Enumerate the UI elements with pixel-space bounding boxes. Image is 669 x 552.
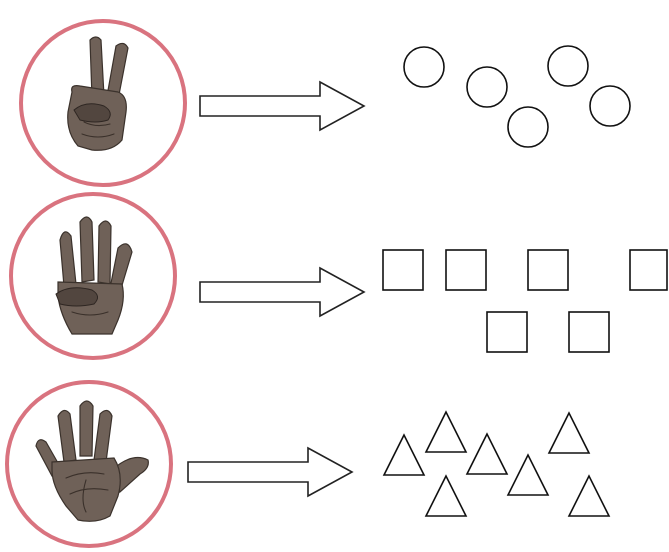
arrow-right-icon bbox=[187, 446, 354, 498]
row-four-fingers bbox=[9, 192, 668, 360]
square-shape bbox=[486, 311, 528, 353]
triangle-shape bbox=[547, 411, 591, 454]
triangle-shape bbox=[424, 410, 468, 453]
five-fingers-hand-icon bbox=[35, 400, 149, 522]
triangle-group bbox=[382, 410, 611, 517]
four-fingers-hand-icon bbox=[55, 216, 133, 335]
square-shape bbox=[382, 249, 424, 291]
circle-shape bbox=[466, 66, 508, 108]
square-shape bbox=[568, 311, 610, 353]
arrow-right-icon bbox=[199, 266, 366, 318]
triangle-shape bbox=[424, 474, 468, 517]
circle-shape bbox=[507, 106, 549, 148]
triangle-shape bbox=[382, 433, 426, 476]
triangle-shape bbox=[567, 474, 611, 517]
two-fingers-hand-icon bbox=[67, 36, 129, 151]
circle-shape bbox=[589, 85, 631, 127]
row-two-fingers bbox=[19, 19, 631, 187]
circle-shape bbox=[403, 46, 445, 88]
circle-group bbox=[403, 45, 631, 148]
square-group bbox=[382, 249, 668, 353]
square-shape bbox=[445, 249, 487, 291]
square-shape bbox=[629, 249, 668, 291]
triangle-shape bbox=[465, 432, 509, 475]
square-shape bbox=[527, 249, 569, 291]
arrow-right-icon bbox=[199, 80, 366, 132]
row-five-fingers bbox=[5, 380, 611, 548]
triangle-shape bbox=[506, 453, 550, 496]
circle-shape bbox=[547, 45, 589, 87]
